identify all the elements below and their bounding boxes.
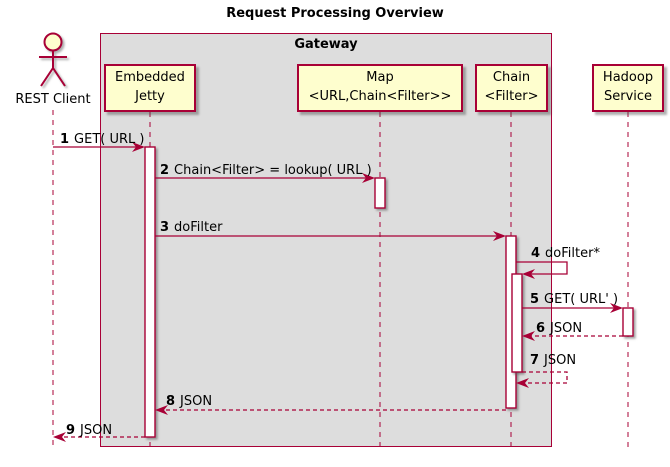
message-7-line [522,371,568,384]
message-arrows [53,142,623,442]
message-4-arrowhead [522,269,535,279]
diagram-title: Request Processing Overview [226,6,444,21]
actor-head [43,32,63,52]
participant-name-line: Service [603,89,653,104]
participant-name-line: <Filter> [484,89,539,104]
message-2-arrowhead [362,173,375,183]
activation-map [374,177,386,209]
message-4-line [516,261,568,275]
message-3-arrowhead [493,231,506,241]
participant-name-line: Map [366,70,394,86]
actor-label: REST Client [15,92,91,107]
message-1-arrowhead [132,142,145,152]
participant-name-line: Hadoop [602,70,654,86]
activation-bars [144,146,634,438]
participant-chain: Chain <Filter> [475,64,548,112]
activation-chain-nested [511,273,523,373]
message-5-arrowhead [610,303,623,313]
message-6-arrowhead [522,331,535,341]
participant-map: Map <URL,Chain<Filter>> [297,64,463,112]
lifelines [52,110,629,449]
participant-name-line: Embedded [115,70,185,86]
message-8-arrowhead [155,405,168,415]
activation-embedded-jetty [144,146,156,438]
actor-icon [39,32,67,87]
participant-embedded-jetty: Embedded Jetty [104,64,196,112]
message-7-arrowhead [516,378,529,388]
activation-hadoop [622,307,634,337]
gateway-frame-label: Gateway [294,37,358,52]
participant-name-line: Chain [492,70,531,86]
participant-name-line: Jetty [135,89,165,104]
message-9-arrowhead [53,432,66,442]
participant-hadoop-service: Hadoop Service [592,64,664,112]
participant-name-line: <URL,Chain<Filter>> [308,89,452,104]
